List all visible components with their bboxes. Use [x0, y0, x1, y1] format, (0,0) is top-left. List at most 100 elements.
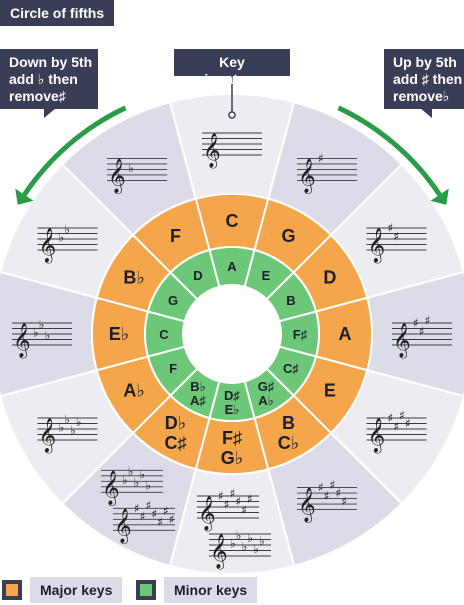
- flat-accidental-icon: ♭: [247, 531, 253, 545]
- flat-accidental-icon: ♭: [242, 539, 248, 553]
- flat-accidental-icon: ♭: [39, 317, 45, 331]
- flat-accidental-icon: ♭: [139, 467, 145, 481]
- key-signature-ring: 𝄞𝄞♯𝄞♯♯𝄞♯♯♯𝄞♯♯♯♯𝄞♯♯♯♯♯𝄞♯♯♯♯♯♯𝄞♭♭♭♭♭♭𝄞♭♭♭♭…: [0, 93, 464, 575]
- minor-key-label: F: [169, 361, 177, 376]
- key-signature-staff: 𝄞♭♭♭♭♭♭: [209, 528, 271, 570]
- sharp-accidental-icon: ♯: [163, 504, 169, 518]
- sharp-accidental-icon: ♯: [235, 495, 241, 509]
- key-signatures-callout: Key signatures: [174, 49, 290, 87]
- flat-accidental-icon: ♭: [58, 421, 64, 435]
- minor-key-label: B♭A♯: [190, 379, 206, 408]
- arrowhead-icon: [430, 188, 449, 205]
- sharp-accidental-icon: ♯: [324, 489, 330, 503]
- sharp-accidental-icon: ♯: [157, 515, 163, 529]
- direction-arrows: [15, 105, 449, 205]
- sharp-accidental-icon: ♯: [393, 229, 399, 243]
- key-signature-staff: 𝄞♯♯♯♯♯♯♯: [113, 499, 175, 544]
- major-legend-label: Major keys: [30, 577, 123, 603]
- sharp-accidental-icon: ♯: [230, 486, 236, 500]
- flat-accidental-icon: ♭: [128, 161, 134, 175]
- flat-accidental-icon: ♭: [58, 231, 64, 245]
- legend-minor: Minor keys: [136, 575, 258, 605]
- left-callout-pointer: [44, 108, 56, 118]
- flat-accidental-icon: ♭: [76, 415, 82, 429]
- flat-accidental-icon: ♭: [253, 542, 259, 556]
- minor-key-label: C: [159, 327, 169, 342]
- key-signature-staff: 𝄞♭♭: [37, 222, 98, 264]
- major-key-label: D♭C♯: [165, 413, 187, 453]
- treble-clef-icon: 𝄞: [114, 508, 132, 544]
- major-key-label: D: [323, 268, 336, 288]
- callout-line: Up by 5th: [393, 54, 457, 70]
- flat-accidental-icon: ♭: [45, 328, 51, 342]
- key-signature-staff: 𝄞♯♯♯: [392, 313, 452, 359]
- minor-key-label: G♯A♭: [258, 379, 275, 408]
- sharp-accidental-icon: ♯: [318, 481, 324, 495]
- up-arrow-icon: [337, 105, 442, 197]
- flat-accidental-icon: ♭: [64, 412, 70, 426]
- sharp-accidental-icon: ♯: [218, 489, 224, 503]
- key-signature-staff: 𝄞♭♭♭♭: [37, 412, 98, 454]
- callout-line: add ♯ then: [393, 71, 463, 87]
- sharp-accidental-icon: ♯: [341, 494, 347, 508]
- right-callout-pointer: [420, 108, 432, 118]
- flat-accidental-icon: ♭: [134, 476, 140, 490]
- treble-clef-icon: 𝄞: [393, 323, 411, 359]
- sharp-accidental-icon: ♯: [247, 492, 253, 506]
- flat-accidental-icon: ♭: [33, 326, 39, 340]
- legend-major: Major keys: [2, 575, 123, 605]
- key-signature-staff: 𝄞♯: [297, 151, 357, 194]
- treble-clef-icon: 𝄞: [298, 488, 316, 524]
- minor-key-label: D: [193, 268, 202, 283]
- treble-clef-icon: 𝄞: [368, 228, 386, 264]
- flat-accidental-icon: ♭: [122, 473, 128, 487]
- minor-key-label: B: [286, 293, 295, 308]
- key-signature-staff: 𝄞♯♯♯♯: [366, 408, 427, 454]
- minor-key-label: C♯: [283, 361, 299, 376]
- major-key-label: A♭: [123, 381, 145, 401]
- sharp-accidental-icon: ♯: [224, 497, 230, 511]
- major-key-label: F: [170, 226, 181, 246]
- sharp-accidental-icon: ♯: [241, 503, 247, 517]
- key-signature-staff: 𝄞♯♯: [366, 221, 427, 264]
- major-key-label: F♯G♭: [221, 428, 244, 468]
- flat-accidental-icon: ♭: [145, 478, 151, 492]
- sharp-accidental-icon: ♯: [151, 507, 157, 521]
- callout-line: Down by 5th: [9, 54, 93, 70]
- treble-clef-icon: 𝄞: [298, 158, 316, 194]
- sharp-accidental-icon: ♯: [140, 510, 146, 524]
- treble-clef-icon: 𝄞: [368, 418, 386, 454]
- minor-key-label: E: [262, 268, 271, 283]
- arrowhead-icon: [15, 188, 34, 205]
- major-key-label: C: [226, 211, 239, 231]
- callout-line: remove♭: [393, 88, 450, 104]
- minor-key-label: F♯: [293, 327, 307, 342]
- flat-accidental-icon: ♭: [64, 222, 70, 236]
- sharp-accidental-icon: ♯: [335, 486, 341, 500]
- key-signature-staff: 𝄞: [202, 132, 262, 169]
- treble-clef-icon: 𝄞: [38, 418, 56, 454]
- major-key-label: E♭: [109, 324, 130, 344]
- minor-legend-label: Minor keys: [164, 577, 258, 603]
- flat-accidental-icon: ♭: [230, 537, 236, 551]
- key-signature-staff: 𝄞♭: [107, 158, 167, 194]
- treble-clef-icon: 𝄞: [210, 534, 228, 570]
- sharp-accidental-icon: ♯: [405, 417, 411, 431]
- minor-key-label: G: [168, 293, 178, 308]
- key-signature-staff: 𝄞♯♯♯♯♯♯: [197, 486, 259, 532]
- sharp-accidental-icon: ♯: [393, 419, 399, 433]
- flat-accidental-icon: ♭: [70, 423, 76, 437]
- treble-clef-icon: 𝄞: [102, 470, 120, 506]
- down-by-fifth-callout: Down by 5th add ♭ then remove♯: [0, 49, 98, 109]
- center-hole: [183, 285, 281, 383]
- treble-clef-icon: 𝄞: [198, 496, 216, 532]
- up-by-fifth-callout: Up by 5th add ♯ then remove♭: [384, 49, 464, 109]
- major-key-label: E: [324, 381, 336, 401]
- sharp-accidental-icon: ♯: [330, 478, 336, 492]
- flat-accidental-icon: ♭: [259, 534, 265, 548]
- callout-line: add ♭ then: [9, 71, 78, 87]
- flat-accidental-icon: ♭: [128, 465, 134, 479]
